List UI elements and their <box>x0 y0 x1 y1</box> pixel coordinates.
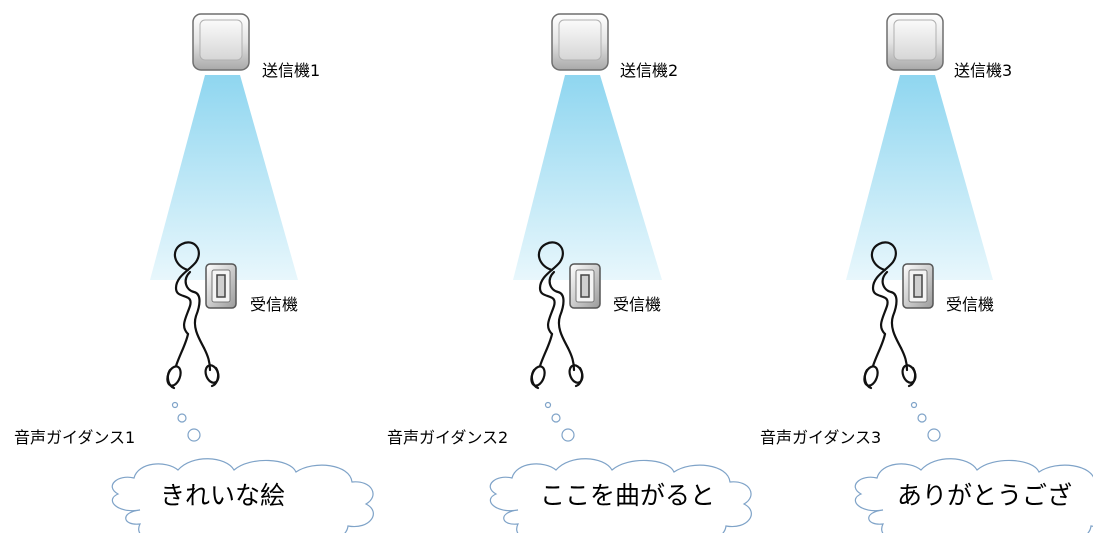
cloud-text-3: ありがとうござ <box>897 481 1073 510</box>
guidance-label-3: 音声ガイダンス3 <box>760 428 882 447</box>
transmitter-3 <box>886 13 944 71</box>
receiver-1 <box>205 263 237 309</box>
transmitter-2 <box>551 13 609 71</box>
receiver-label-3: 受信機 <box>946 295 995 314</box>
unit-2 <box>489 13 752 533</box>
thought-bubbles-3 <box>910 401 941 442</box>
beam-3 <box>846 75 993 280</box>
receiver-2 <box>569 263 601 309</box>
unit-3 <box>846 13 1093 533</box>
transmitter-label-3: 送信機3 <box>954 61 1013 80</box>
receiver-3 <box>902 263 934 309</box>
receiver-label-2: 受信機 <box>613 295 662 314</box>
receiver-label-1: 受信機 <box>250 295 299 314</box>
transmitter-label-2: 送信機2 <box>620 61 679 80</box>
unit-1 <box>111 13 374 533</box>
guidance-label-1: 音声ガイダンス1 <box>14 428 136 447</box>
beam-1 <box>150 75 298 280</box>
guidance-label-2: 音声ガイダンス2 <box>387 428 509 447</box>
thought-bubbles-2 <box>544 401 575 442</box>
transmitter-label-1: 送信機1 <box>262 61 321 80</box>
thought-bubbles-1 <box>171 401 201 442</box>
cloud-text-2: ここを曲がると <box>540 481 716 510</box>
cloud-text-1: きれいな絵 <box>160 481 286 510</box>
transmitter-1 <box>192 13 250 71</box>
beam-2 <box>513 75 662 280</box>
